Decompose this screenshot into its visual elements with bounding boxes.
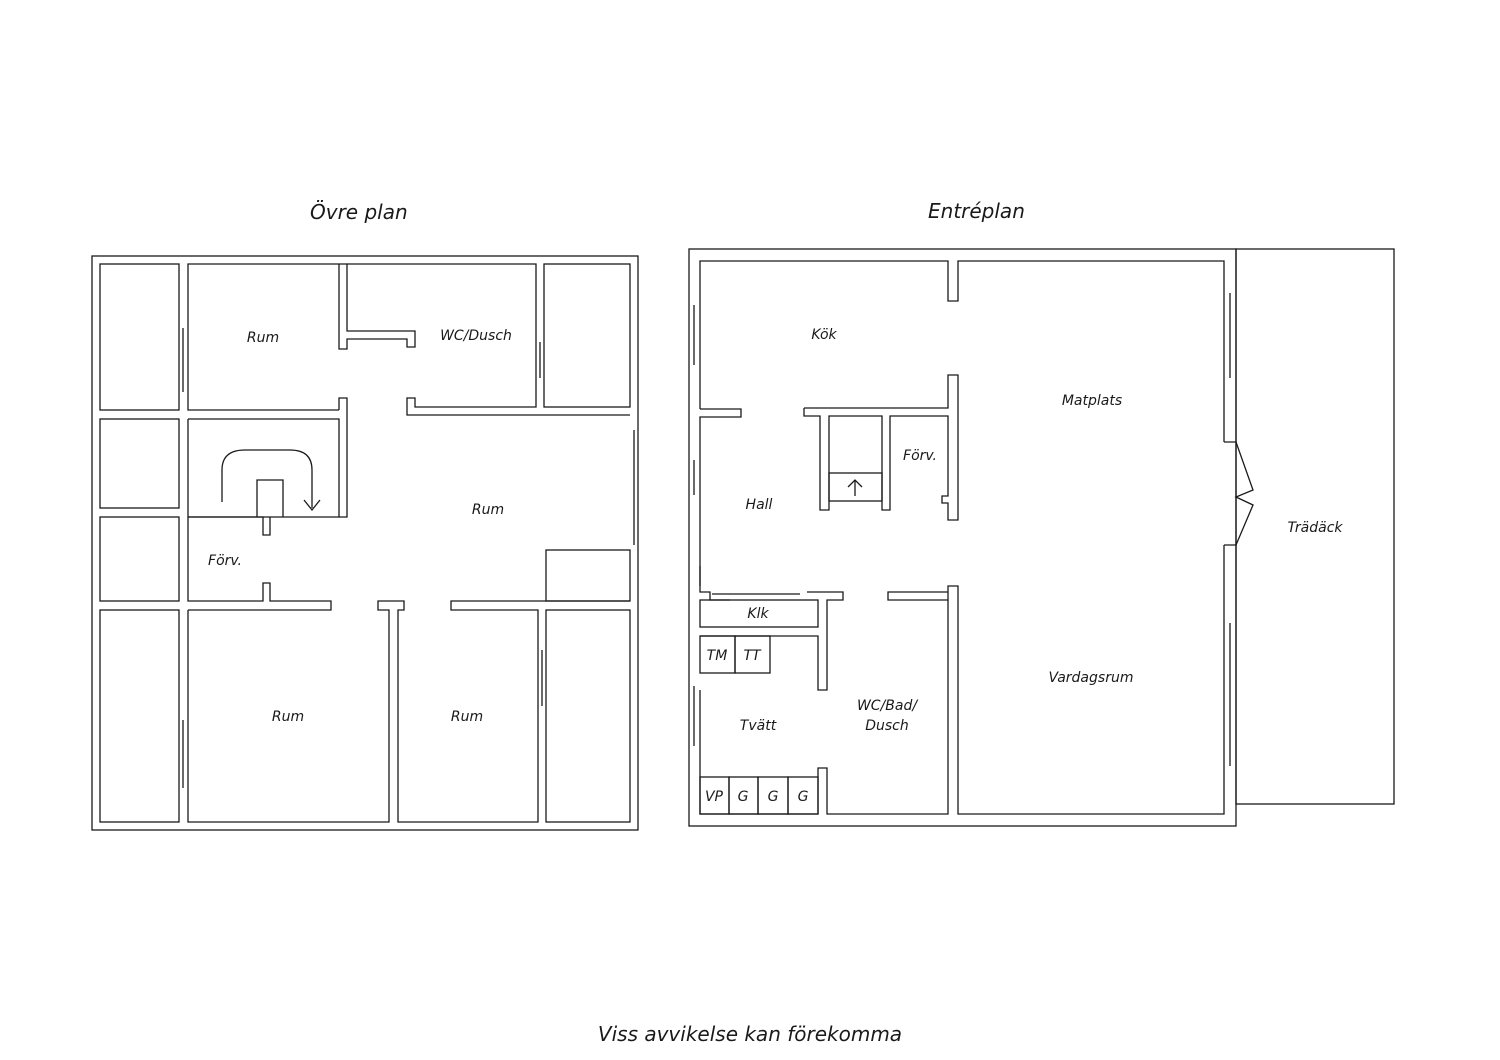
entry-room-label-wc-1: WC/Bad/ [857,698,918,714]
upper-wc-wall [338,263,416,350]
entry-plan-title: Entréplan [928,199,1025,223]
entry-room-label-vardagsrum: Vardagsrum [1049,670,1134,686]
entry-room-label-g1: G [738,789,749,805]
entry-room-label-g3: G [798,789,809,805]
upper-plan-title: Övre plan [310,200,408,224]
upper-forv-room [187,517,332,611]
entry-room-label-tvatt: Tvätt [740,718,777,734]
upper-bottom-rooms [187,600,630,823]
upper-closet-6 [545,609,631,823]
upper-stair-curve [221,449,313,508]
entry-plan: Kök Matplats Förv. Hall Trädäck Klk TM T… [688,248,1395,827]
upper-plan: Rum WC/Dusch Rum Förv. Rum Rum [91,255,639,831]
entry-stair-landing [828,472,883,502]
upper-stair-box [187,418,340,518]
entry-right-walls [887,545,1225,815]
entry-room-label-forv: Förv. [903,448,937,464]
upper-closet-1 [99,263,180,411]
entry-hall-lower [699,566,730,601]
upper-room-label-forv: Förv. [208,553,242,569]
entry-tt-box [734,635,771,674]
upper-room-label-rum-top: Rum [247,330,279,346]
upper-wc-room [347,263,630,416]
entry-room-label-wc-2: Dusch [865,718,909,734]
upper-closet-7 [545,549,631,602]
upper-stair-core [256,479,284,517]
upper-room-top-left [187,263,339,411]
entry-stair-arrow-head [847,479,863,488]
upper-stair-arrow [303,499,321,512]
entry-kitchen-hall-wall [699,408,742,586]
upper-stair-wall [338,397,348,518]
entry-outer-wall [688,248,1237,827]
entry-room-label-matplats: Matplats [1062,393,1122,409]
upper-forv-top [188,516,271,536]
entry-deck-door [1224,441,1254,546]
entry-stair-forv-walls [803,374,959,521]
upper-room-label-rum-br: Rum [451,709,483,725]
upper-closet-2 [99,418,180,509]
entry-room-label-tm: TM [707,648,728,664]
entry-klk-box [699,599,819,628]
upper-room-label-rum-center: Rum [472,502,504,518]
entry-room-label-tt: TT [743,648,762,664]
entry-room-label-vp: VP [705,789,724,805]
upper-room-label-rum-bl: Rum [272,709,304,725]
entry-g3-box [787,776,819,815]
entry-top-walls [699,260,1225,442]
entry-room-label-tradack: Trädäck [1287,520,1343,536]
upper-closet-4 [99,609,180,823]
upper-closet-5 [543,263,631,408]
entry-klk-right [700,591,844,691]
upper-outer-wall [91,255,639,831]
upper-closet-3 [99,516,180,602]
entry-room-label-hall: Hall [746,497,773,513]
entry-deck [1235,248,1395,805]
entry-room-label-g2: G [768,789,779,805]
entry-room-label-klk: Klk [747,606,769,622]
disclaimer-footer: Viss avvikelse kan förekomma [597,1022,903,1046]
upper-room-label-wc: WC/Dusch [440,328,512,344]
entry-room-label-kok: Kök [811,327,837,343]
